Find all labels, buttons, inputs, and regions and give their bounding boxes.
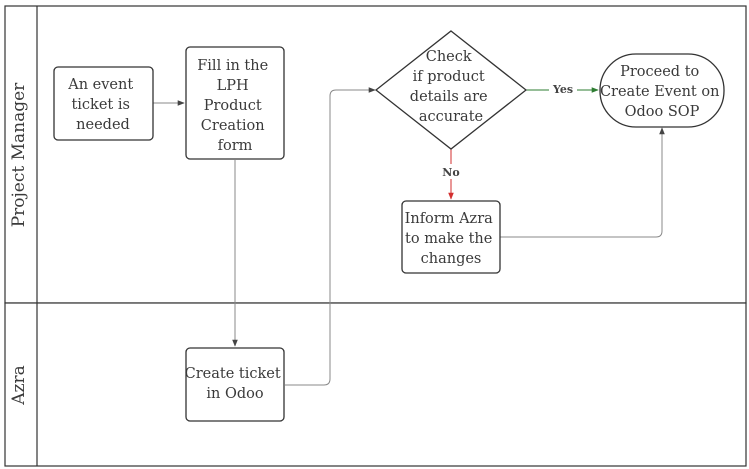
node-fill-form-text: Fill in the LPH Product Creation form xyxy=(197,58,273,154)
lane-project-manager: Project Manager xyxy=(4,5,747,304)
edge-inform-to-proceed xyxy=(500,127,665,238)
node-check-text: Check if product details are accurate xyxy=(410,49,492,125)
node-create-ticket: Create ticket in Odoo xyxy=(185,347,286,422)
node-proceed-text: Proceed to Create Event on Odoo SOP xyxy=(600,64,724,120)
no-label-bg xyxy=(439,164,463,179)
lane-label-project-manager: Project Manager xyxy=(9,82,29,227)
node-proceed: Proceed to Create Event on Odoo SOP xyxy=(599,53,725,128)
no-label: No xyxy=(442,166,459,179)
yes-label-bg xyxy=(549,81,577,96)
node-fill-form: Fill in the LPH Product Creation form xyxy=(185,46,285,160)
node-event-ticket: An event ticket is needed xyxy=(53,66,154,141)
node-inform-azra: Inform Azra to make the changes xyxy=(401,200,501,274)
node-event-ticket-text: An event ticket is needed xyxy=(67,77,138,133)
node-inform-text: Inform Azra to make the changes xyxy=(405,211,498,267)
lane-label-azra: Azra xyxy=(9,365,29,406)
yes-label: Yes xyxy=(552,83,573,96)
node-create-ticket-text: Create ticket in Odoo xyxy=(185,366,286,402)
lane-azra: Azra xyxy=(4,302,747,467)
edge-create-ticket-to-check xyxy=(285,87,376,386)
node-check-decision: Check if product details are accurate xyxy=(374,30,528,150)
